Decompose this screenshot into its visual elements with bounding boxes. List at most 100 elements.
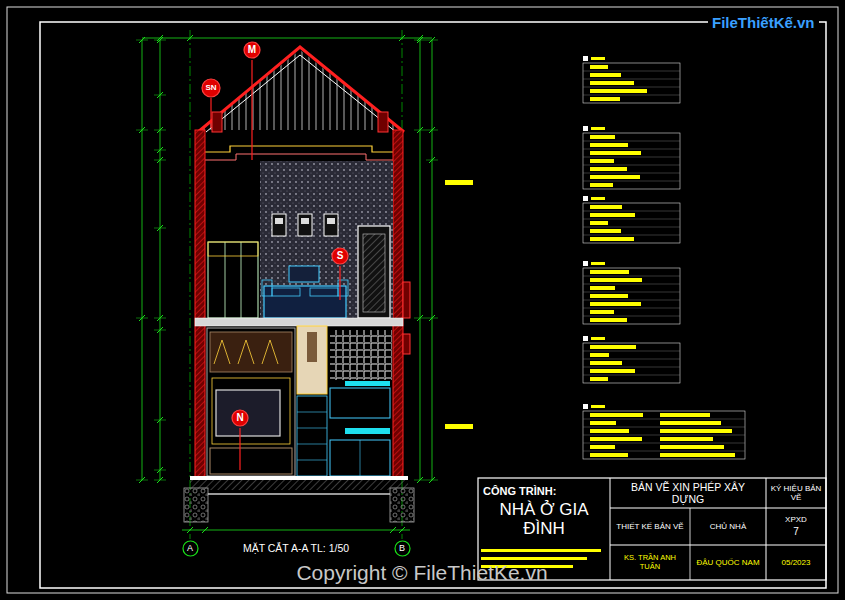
spot-light: [262, 340, 270, 364]
legend-heading-bar: [591, 127, 605, 130]
marker-circle: [183, 541, 198, 556]
dimension-line: [432, 40, 433, 480]
dimension-tick: [202, 527, 208, 533]
legend-text-bar: [660, 453, 735, 457]
dimension-tick: [187, 527, 193, 533]
title-grid: [690, 508, 691, 580]
legend-row-line: [583, 292, 680, 293]
legend-marker: [583, 336, 588, 341]
extension-line: [136, 480, 148, 481]
roof-batten: [295, 45, 296, 132]
tv-cabinet: [210, 448, 292, 474]
extension-line: [136, 130, 148, 131]
section-marker: M: [243, 41, 261, 59]
legend-row-line: [583, 276, 680, 277]
legend-text-bar: [590, 270, 629, 274]
extension-line: [136, 318, 148, 319]
extension-line: [426, 318, 438, 319]
extension-line: [154, 160, 166, 161]
title-text: KS. TRẦN ANH TUẤN: [614, 554, 686, 571]
extension-line: [414, 40, 426, 41]
title-text: THIẾT KẾ BẢN VẼ: [616, 522, 683, 531]
upper-shelf: [210, 332, 292, 372]
counter: [345, 428, 390, 434]
dimension-line: [142, 38, 432, 39]
legend-text-bar: [590, 377, 608, 381]
legend-text-bar: [590, 97, 620, 101]
legend-text-bar: [590, 89, 647, 93]
dimension-line: [160, 40, 161, 480]
extension-line: [154, 228, 166, 229]
marker-leader: [239, 428, 240, 470]
roof-batten: [372, 45, 373, 132]
title-cell: CHỦ NHÀ: [691, 509, 765, 544]
legend-marker: [583, 261, 588, 266]
title-grid: [766, 478, 767, 580]
outer-frame: [7, 7, 838, 593]
legend-heading-bar: [591, 57, 605, 60]
legend-text-bar: [590, 65, 608, 69]
title-cell: 05/2023: [767, 546, 825, 579]
legend-text-bar: [590, 73, 621, 77]
extension-line: [154, 40, 166, 41]
legend-text-bar: [590, 175, 640, 179]
ground-fill: [190, 480, 408, 490]
marker-leader: [210, 98, 211, 128]
extension-line: [154, 150, 166, 151]
eave: [378, 112, 388, 132]
legend-text-bar: [590, 213, 635, 217]
legend-row-line: [583, 284, 680, 285]
title-grid: [610, 508, 826, 509]
shelf-line: [297, 412, 327, 413]
legend-text-bar: [590, 135, 615, 139]
dimension-tick: [157, 35, 163, 41]
cabinet-door: [360, 440, 361, 476]
dimension-tick: [399, 35, 405, 41]
extension-line: [426, 480, 438, 481]
axis-bubble: A: [182, 540, 199, 557]
legend-row-line: [583, 211, 680, 212]
title-cell: ĐẬU QUỐC NAM: [691, 546, 765, 579]
legend-text-bar: [590, 437, 642, 441]
roof-batten: [232, 45, 233, 132]
footing: [184, 488, 208, 522]
marker-circle: [395, 541, 410, 556]
title-text: CHỦ NHÀ: [710, 522, 746, 531]
roof-hatch: [204, 45, 393, 132]
extension-line: [154, 318, 166, 319]
legend-row-line: [583, 157, 680, 158]
logo-text: FileThiếtKế.vn: [708, 13, 819, 32]
roof-inner: [206, 55, 396, 132]
extension-line: [154, 95, 166, 96]
dimension-tick: [417, 35, 423, 41]
footing: [390, 488, 414, 522]
roof-batten: [225, 45, 226, 132]
legend-row-line: [583, 173, 680, 174]
right-wall: [393, 130, 403, 478]
back-wall: [260, 161, 393, 318]
wall-window: [324, 214, 338, 236]
roof-batten: [239, 45, 240, 132]
dimension-tick: [187, 35, 193, 41]
hood-bar: [345, 381, 390, 386]
legend-row-line: [583, 181, 680, 182]
marker-circle: [202, 79, 220, 97]
legend-text-bar: [660, 445, 724, 449]
roof-batten: [365, 45, 366, 132]
extension-line: [136, 40, 148, 41]
legend-row-line: [583, 141, 680, 142]
legend-table: [583, 203, 680, 243]
legend-text-bar: [590, 302, 641, 306]
spot-light: [238, 340, 246, 364]
legend-marker: [583, 196, 588, 201]
legend-text-bar: [660, 437, 713, 441]
legend-text-bar: [590, 310, 614, 314]
legend-text-bar: [590, 221, 608, 225]
roof-batten: [246, 45, 247, 132]
legend-text-bar: [590, 318, 627, 322]
roof-batten: [323, 45, 324, 132]
title-cell: THIẾT KẾ BẢN VẼ: [611, 509, 689, 544]
